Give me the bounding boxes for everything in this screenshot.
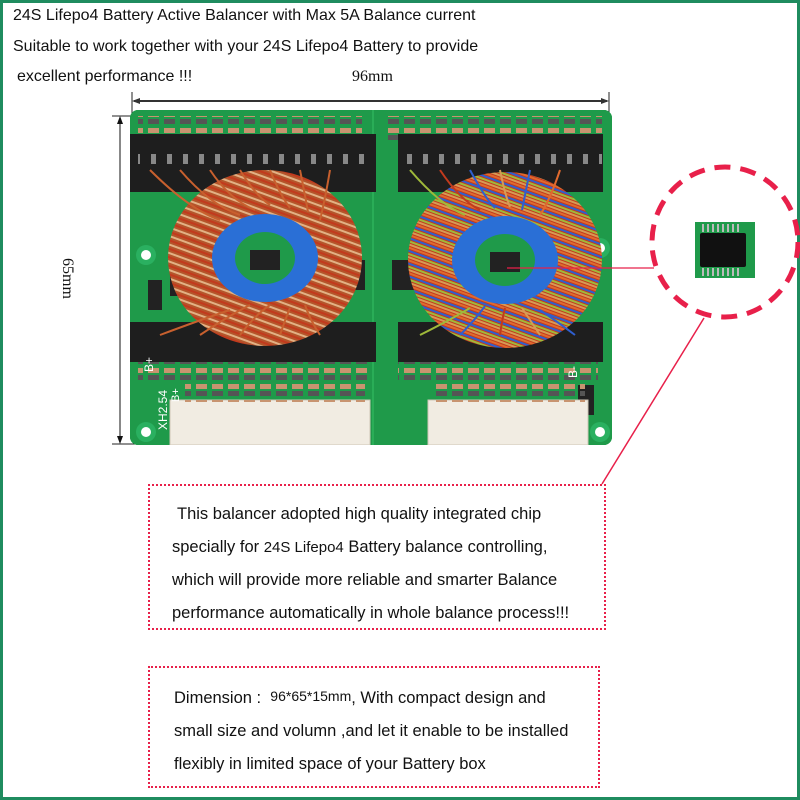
chip-description-line-2-prefix: specially for [172, 538, 264, 556]
chip-description-callout: This balancer adopted high quality integ… [148, 484, 606, 630]
dimension-description-callout: Dimension : 96*65*15mm, With compact des… [148, 666, 600, 788]
dimension-value: 96*65*15mm [270, 688, 352, 704]
chip-description-line-2: specially for 24S Lifepo4 Battery balanc… [172, 531, 604, 564]
balancer-pcb-board: B+ XH2.54 B+ B- [130, 110, 612, 445]
chip-description-line-2-suffix: Battery balance controlling, [343, 538, 548, 556]
headline-line-3: excellent performance !!! [17, 68, 193, 85]
headline-line-2: Suitable to work together with your 24S … [13, 38, 479, 55]
dimension-line-2: small size and volumn ,and let it enable… [174, 722, 569, 740]
integrated-chip-closeup [695, 222, 755, 278]
headline-line-1: 24S Lifepo4 Battery Active Balancer with… [13, 7, 476, 24]
dimension-line-1: Dimension : 96*65*15mm, With compact des… [174, 680, 598, 715]
chip-description-line-4: performance automatically in whole balan… [172, 604, 570, 622]
dimension-label: Dimension : [174, 689, 262, 707]
chip-description-line-3: which will provide more reliable and sma… [172, 571, 558, 589]
width-dimension-label: 96mm [352, 68, 393, 85]
product-name: 24S Lifepo4 [263, 539, 344, 556]
dimension-line-3: flexibly in limited space of your Batter… [174, 755, 486, 773]
pcb-artwork [130, 110, 612, 445]
chip-description-line-1: This balancer adopted high quality integ… [177, 505, 542, 523]
dimension-line-1-suffix: , With compact design and [351, 689, 546, 707]
